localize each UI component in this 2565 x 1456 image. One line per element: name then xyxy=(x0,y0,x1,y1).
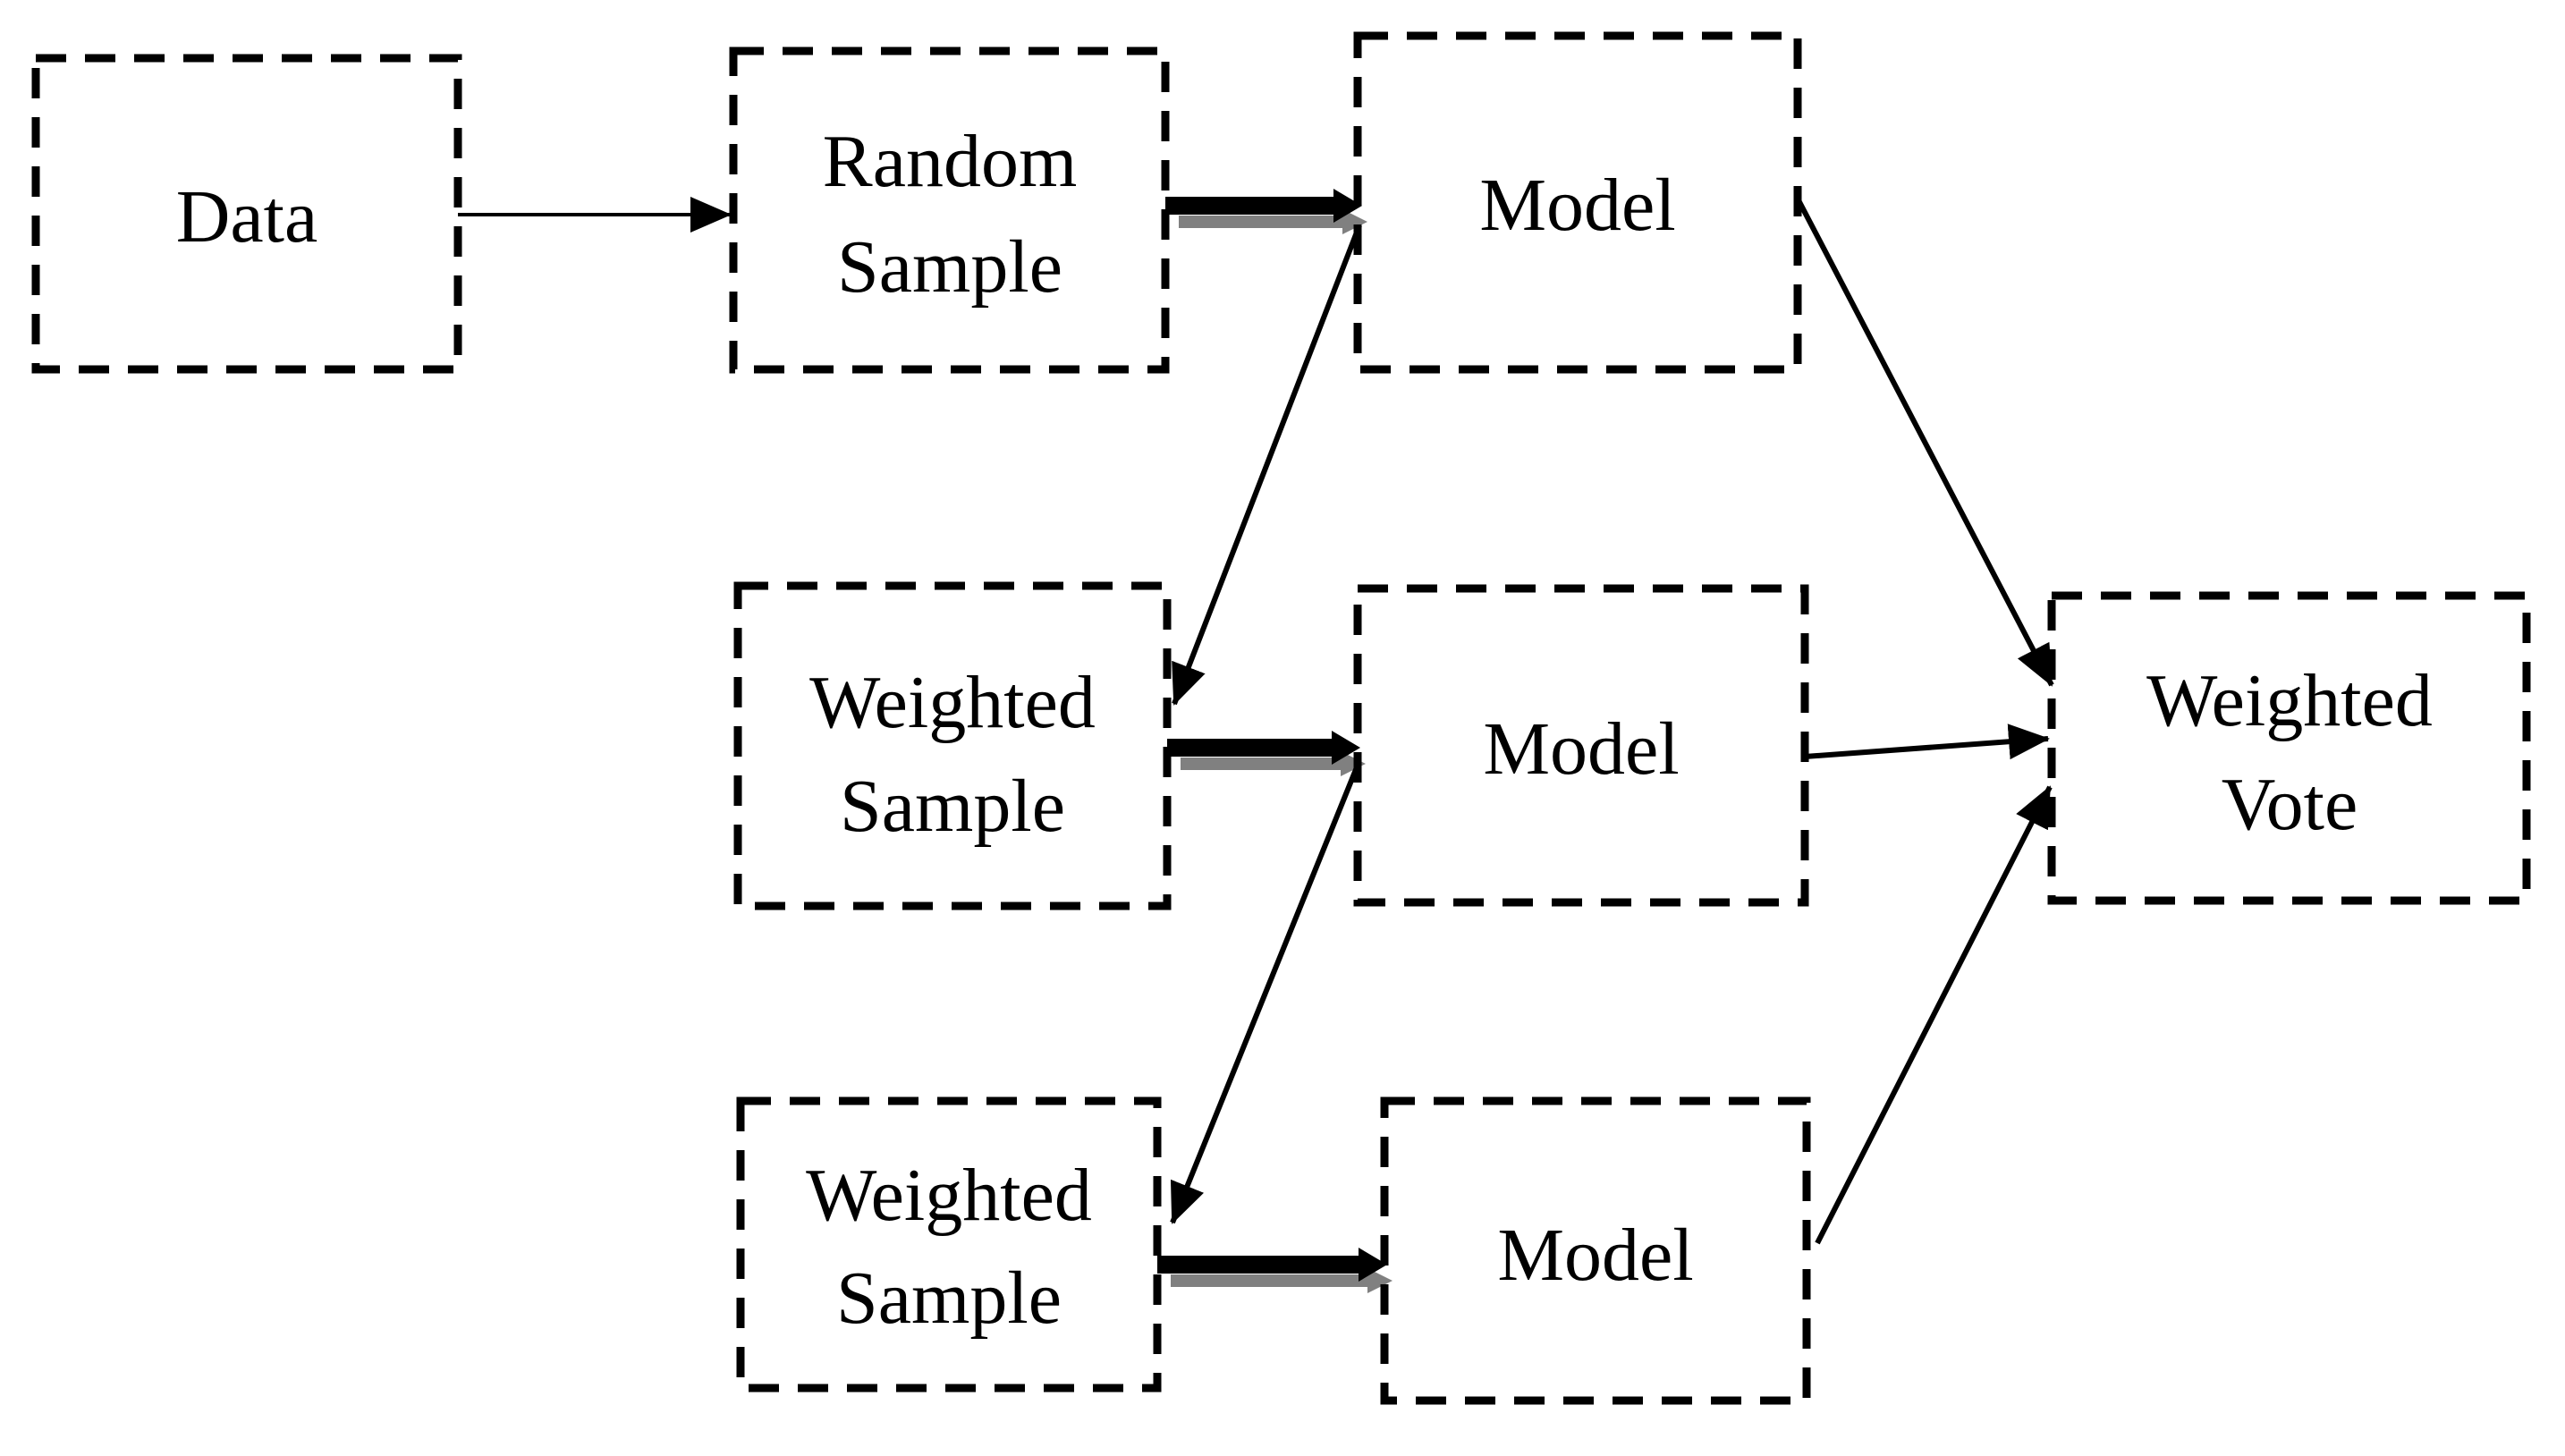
model-3-box xyxy=(1380,1096,1811,1405)
thick-arrow-shadow-weighted-sample-2-to-model-3 xyxy=(1171,1268,1393,1293)
arrow-model-3-to-weighted-vote xyxy=(1815,785,2053,1245)
random-sample-label-line1: Random xyxy=(823,120,1078,203)
data-label: Data xyxy=(176,175,318,258)
node-weighted-vote: Weighted Vote xyxy=(2047,591,2531,905)
node-data: Data xyxy=(31,54,462,374)
weighted-sample-2-label-line2: Sample xyxy=(836,1257,1062,1340)
node-model-1: Model xyxy=(1353,31,1802,374)
weighted-vote-label-line2: Vote xyxy=(2222,763,2358,846)
node-model-2: Model xyxy=(1353,584,1809,907)
random-sample-label-line2: Sample xyxy=(837,225,1062,309)
weighted-sample-1-box xyxy=(733,581,1172,910)
thick-arrow-random-sample-to-model-1 xyxy=(1165,189,1362,223)
thick-arrow-shadow-weighted-sample-1-to-model-2 xyxy=(1181,751,1366,776)
node-weighted-sample-2: Weighted Sample xyxy=(736,1096,1162,1393)
weighted-sample-2-box xyxy=(736,1096,1162,1393)
model-1-label: Model xyxy=(1479,164,1675,247)
thick-arrow-weighted-sample-1-to-model-2 xyxy=(1167,731,1360,765)
weighted-vote-label-line1: Weighted xyxy=(2146,659,2433,742)
edges xyxy=(458,189,2054,1293)
model-2-box xyxy=(1353,584,1809,907)
model-3-label: Model xyxy=(1497,1214,1693,1297)
node-random-sample: Random Sample xyxy=(729,47,1170,374)
weighted-sample-2-label-line1: Weighted xyxy=(806,1154,1092,1237)
weighted-sample-1-label-line2: Sample xyxy=(840,765,1065,848)
arrow-model-2-to-weighted-vote xyxy=(1804,724,2050,760)
weighted-sample-1-label-line1: Weighted xyxy=(809,661,1096,744)
model-2-label: Model xyxy=(1483,707,1679,791)
thick-arrow-shadow-random-sample-to-model-1 xyxy=(1179,209,1367,234)
data-box xyxy=(31,54,462,374)
arrow-model-2-to-weighted-sample-2 xyxy=(1170,766,1359,1224)
node-weighted-sample-1: Weighted Sample xyxy=(733,581,1172,910)
arrow-model-1-to-weighted-vote xyxy=(1795,197,2054,687)
arrow-model-1-to-weighted-sample-1 xyxy=(1172,224,1362,706)
thick-arrow-weighted-sample-2-to-model-3 xyxy=(1157,1248,1387,1282)
model-1-box xyxy=(1353,31,1802,374)
node-model-3: Model xyxy=(1380,1096,1811,1405)
random-sample-box xyxy=(729,47,1170,374)
weighted-vote-box xyxy=(2047,591,2531,905)
